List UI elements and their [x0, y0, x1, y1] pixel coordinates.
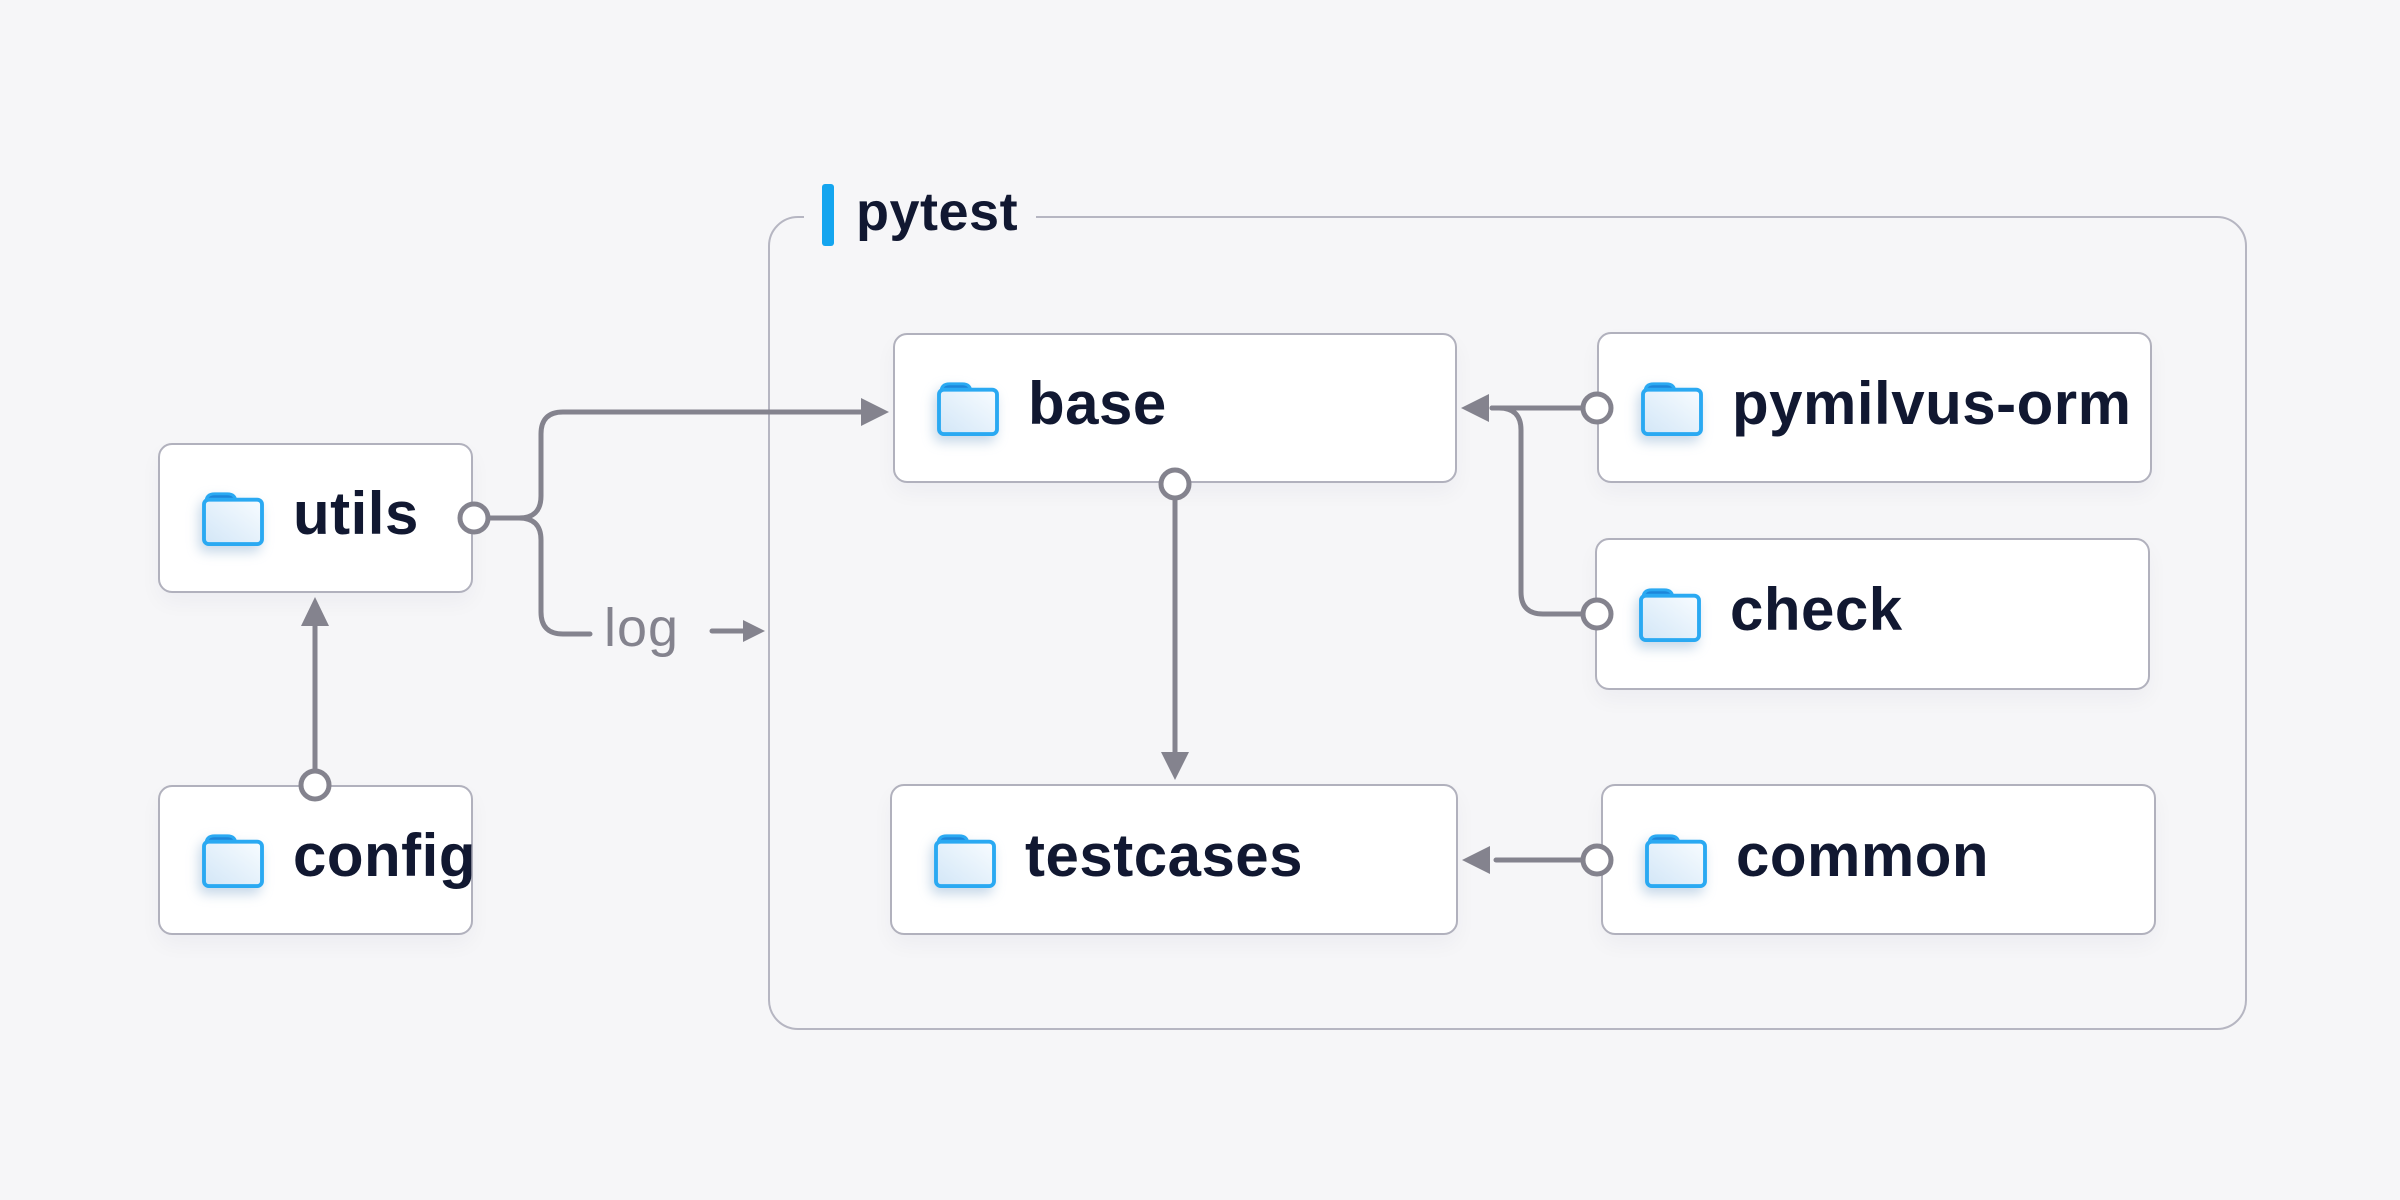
accent-bar-icon — [822, 184, 834, 246]
node-label: base — [1028, 370, 1167, 437]
node-common: common — [1601, 784, 2156, 935]
node-label: common — [1736, 821, 1990, 889]
node-utils: utils — [158, 443, 473, 593]
node-label: pymilvus-orm — [1732, 369, 2132, 437]
folder-icon — [202, 834, 264, 889]
folder-icon — [934, 833, 996, 888]
folder-icon — [1641, 381, 1703, 436]
edge-log-arrowhead — [743, 620, 765, 642]
node-label: check — [1730, 576, 1903, 643]
pytest-group-container — [768, 216, 2247, 1030]
edge-utils-log-branch-line — [516, 515, 593, 637]
folder-icon — [1639, 588, 1701, 643]
folder-icon — [202, 492, 264, 547]
pytest-group-title: pytest — [856, 182, 1019, 242]
node-base: base — [893, 333, 1457, 483]
node-label: config — [293, 822, 476, 889]
folder-icon — [1645, 833, 1707, 888]
pytest-group-label: pytest — [804, 180, 1037, 250]
node-check: check — [1595, 538, 2150, 690]
edge-label-log: log — [604, 598, 680, 658]
node-label: utils — [293, 480, 419, 547]
node-label: testcases — [1025, 821, 1304, 889]
node-testcases: testcases — [890, 784, 1458, 935]
node-config: config — [158, 785, 476, 935]
edge-config-utils-arrowhead — [301, 597, 329, 626]
folder-icon — [937, 382, 999, 437]
node-pymilvus-orm: pymilvus-orm — [1597, 332, 2152, 483]
